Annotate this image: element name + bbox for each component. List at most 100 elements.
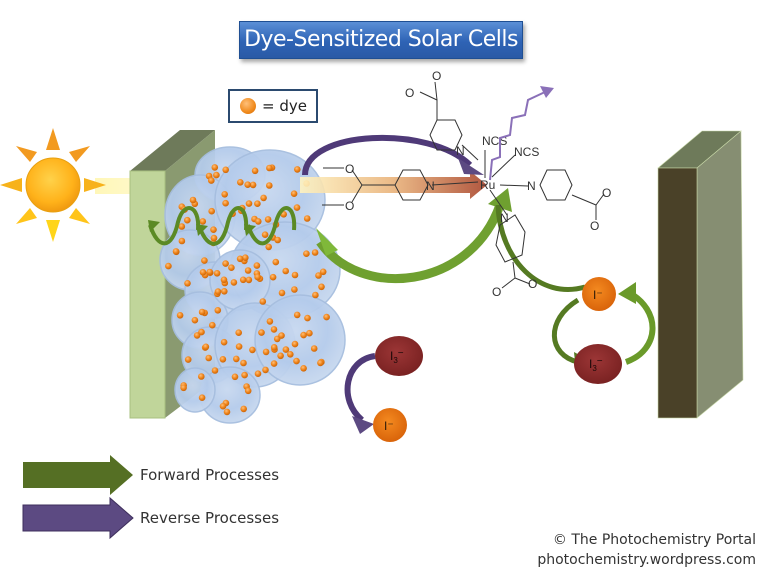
o-label: O xyxy=(590,219,599,233)
dye-dot xyxy=(237,179,244,186)
dye-dot xyxy=(236,255,244,263)
dye-dot xyxy=(244,387,252,395)
ru-label: Ru xyxy=(480,178,495,192)
reverse-process-arrow xyxy=(22,496,134,540)
dye-dot xyxy=(233,355,240,363)
dye-dot xyxy=(235,343,243,350)
dye-dot xyxy=(223,408,231,416)
dye-dot xyxy=(265,243,273,251)
credit-line-1: © The Photochemistry Portal xyxy=(552,532,756,548)
dye-dot xyxy=(176,312,184,319)
recombination-arrow xyxy=(302,134,473,176)
page-title: Dye-Sensitized Solar Cells xyxy=(239,21,523,59)
dye-dot xyxy=(209,321,216,329)
redox-cycle-right-head xyxy=(618,282,636,304)
dye-dot xyxy=(211,164,219,171)
tio2-nanoparticles xyxy=(159,146,346,424)
credit-line-2: photochemistry.wordpress.com xyxy=(537,552,756,568)
dye-dot xyxy=(199,218,207,225)
dye-dot xyxy=(294,166,301,173)
dye-dot xyxy=(231,373,239,381)
ru-arrow-head xyxy=(488,188,512,212)
dye-dot xyxy=(206,268,213,276)
dye-dot xyxy=(219,402,227,410)
iodide-label: I⁻ xyxy=(593,288,603,302)
dye-dot xyxy=(277,352,284,360)
dye-dot xyxy=(315,272,322,279)
dye-dot xyxy=(272,258,280,266)
dye-dot xyxy=(254,370,262,378)
dye-dot xyxy=(165,262,172,270)
dye-dot xyxy=(278,332,285,339)
dye-dot xyxy=(213,270,221,277)
dye-dot xyxy=(191,316,199,324)
dye-dot xyxy=(317,359,324,367)
dye-dot xyxy=(311,249,319,256)
dye-dot xyxy=(244,181,251,188)
reverse-process-label: Reverse Processes xyxy=(140,509,280,527)
electron-transport-arrows xyxy=(148,206,297,246)
dye-dot xyxy=(213,171,220,179)
dye-dot xyxy=(199,269,207,276)
dye-dot xyxy=(235,329,242,337)
dye-dot xyxy=(259,298,267,305)
dye-dot xyxy=(202,343,210,351)
dye-dot xyxy=(323,313,330,321)
dye-dot xyxy=(184,280,191,287)
forward-process-label: Forward Processes xyxy=(140,466,280,484)
dye-dot xyxy=(266,182,273,189)
ncs-label-2: NCS xyxy=(514,145,539,159)
dye-dot xyxy=(266,164,273,172)
dye-dot xyxy=(303,215,311,222)
o-label: O xyxy=(492,285,501,299)
o-label: O xyxy=(345,162,354,176)
dye-dot xyxy=(274,236,282,244)
dye-regeneration-arrow-head xyxy=(316,228,338,256)
dye-dot xyxy=(220,338,228,346)
dye-dot xyxy=(300,331,307,339)
dye-dot xyxy=(198,394,206,402)
dye-dot xyxy=(208,177,215,184)
dye-dot xyxy=(262,348,270,356)
tio2-particle xyxy=(254,294,346,386)
ruthenium-dye-molecule xyxy=(322,81,605,289)
dye-dot xyxy=(242,254,249,261)
dye-dot xyxy=(198,373,205,380)
dye-dot xyxy=(261,231,269,238)
triiodide-label: I3− xyxy=(589,356,603,373)
dye-dot xyxy=(230,279,238,286)
dye-dot xyxy=(241,371,248,379)
o-label: O xyxy=(528,277,537,291)
iodide-label: I⁻ xyxy=(384,419,394,433)
forward-process-arrow xyxy=(23,455,133,495)
dye-dot xyxy=(282,346,290,353)
dye-dot xyxy=(291,286,298,293)
dye-dot xyxy=(249,346,256,354)
dye-dot xyxy=(245,276,253,284)
dye-dot xyxy=(270,344,278,351)
dye-dot xyxy=(264,216,272,223)
photon-arrow-head xyxy=(540,86,554,98)
dye-dot xyxy=(254,218,262,225)
recombination-iodine-arrow xyxy=(344,353,376,423)
dye-dot xyxy=(240,405,247,413)
dye-dot xyxy=(293,311,301,319)
triiodide-ion-left: I3− xyxy=(375,336,423,376)
triiodide-ion-right: I3− xyxy=(574,344,622,384)
recombination-iodine-head xyxy=(352,416,374,434)
tio2-particle xyxy=(174,367,216,413)
dye-dot xyxy=(184,356,192,363)
dye-dot xyxy=(211,367,219,374)
dye-dot xyxy=(228,264,235,272)
dye-dot xyxy=(293,204,301,211)
dye-dot xyxy=(270,360,278,367)
dye-dot xyxy=(198,308,206,316)
dye-dot xyxy=(251,167,259,175)
iodide-oxidation-arrow xyxy=(495,204,586,292)
dye-dot xyxy=(269,273,277,281)
dye-dot xyxy=(258,329,265,336)
n-label-top: N xyxy=(456,144,465,158)
n-label-bottom: N xyxy=(500,211,509,225)
redox-cycle-right-arrow xyxy=(624,289,656,365)
